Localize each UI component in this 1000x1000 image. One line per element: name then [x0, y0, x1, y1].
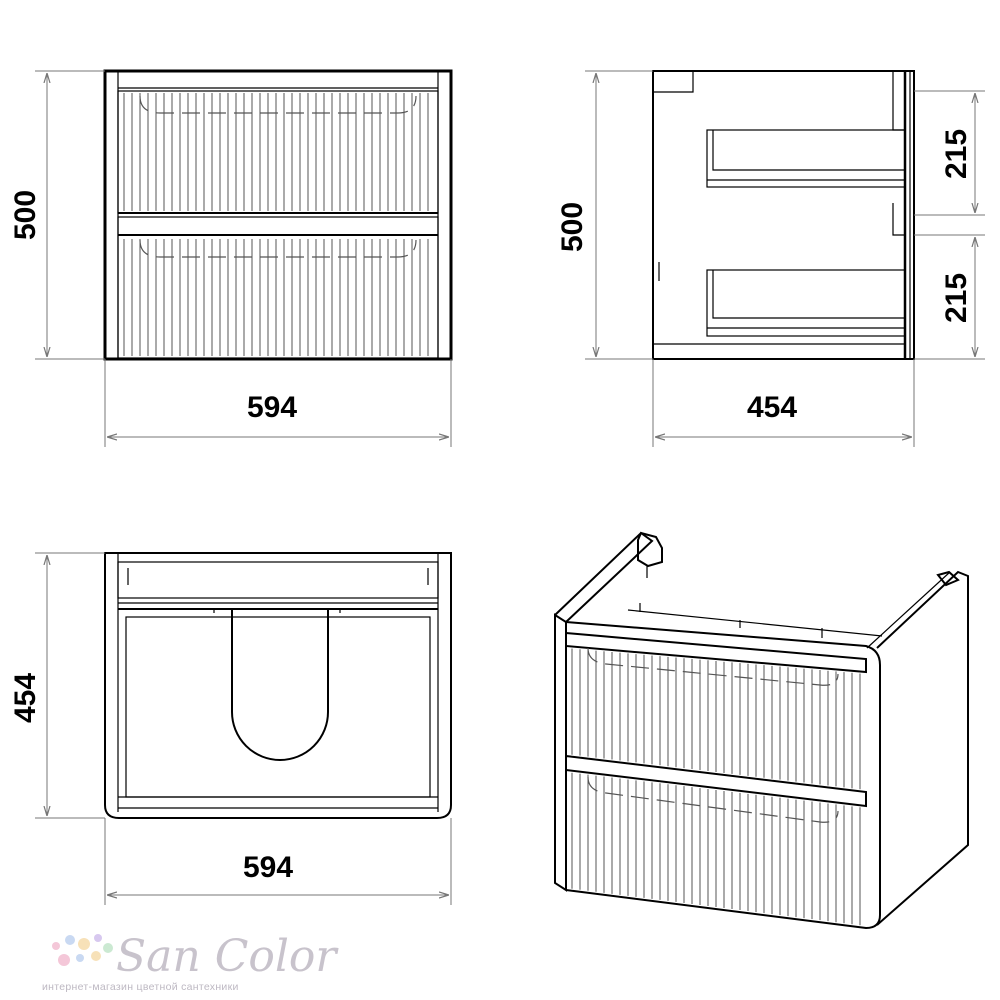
dimension-front-height: 500	[9, 70, 105, 360]
front-height-label: 500	[9, 190, 42, 240]
dimension-front-width: 594	[104, 359, 452, 447]
logo-tagline: интернет-магазин цветной сантехники	[42, 981, 239, 993]
front-width-label: 594	[247, 391, 297, 424]
dimension-plan-width: 594	[104, 818, 452, 905]
drawer-flutes-lower	[123, 239, 429, 356]
logo-dot	[65, 935, 75, 945]
logo: San Color интернет-магазин цветной санте…	[42, 931, 339, 993]
logo-dot	[91, 951, 101, 961]
logo-dot	[103, 943, 113, 953]
logo-dot	[52, 942, 60, 950]
dimension-drawers: 215 215	[914, 90, 985, 360]
drawer-lower-label: 215	[940, 273, 973, 323]
logo-dot	[78, 938, 90, 950]
isometric-view	[554, 531, 969, 930]
front-view	[103, 69, 453, 361]
logo-dots-icon	[52, 934, 113, 966]
side-height-label: 500	[556, 202, 589, 252]
iso-flutes-upper	[571, 648, 861, 790]
plan-view	[104, 552, 452, 819]
dimension-plan-depth: 454	[9, 552, 105, 819]
dimension-side-depth: 454	[652, 359, 915, 447]
drawer-upper-label: 215	[940, 129, 973, 179]
logo-dot	[94, 934, 102, 942]
plan-depth-label: 454	[9, 673, 42, 723]
iso-flutes-lower	[571, 772, 861, 926]
dimension-side-height: 500	[556, 70, 653, 360]
logo-dot	[76, 954, 84, 962]
drawer-flutes-upper	[123, 93, 429, 211]
side-depth-label: 454	[747, 391, 797, 424]
plan-width-label: 594	[243, 851, 293, 884]
logo-dot	[58, 954, 70, 966]
logo-name: San Color	[116, 931, 339, 982]
side-view	[652, 70, 915, 360]
